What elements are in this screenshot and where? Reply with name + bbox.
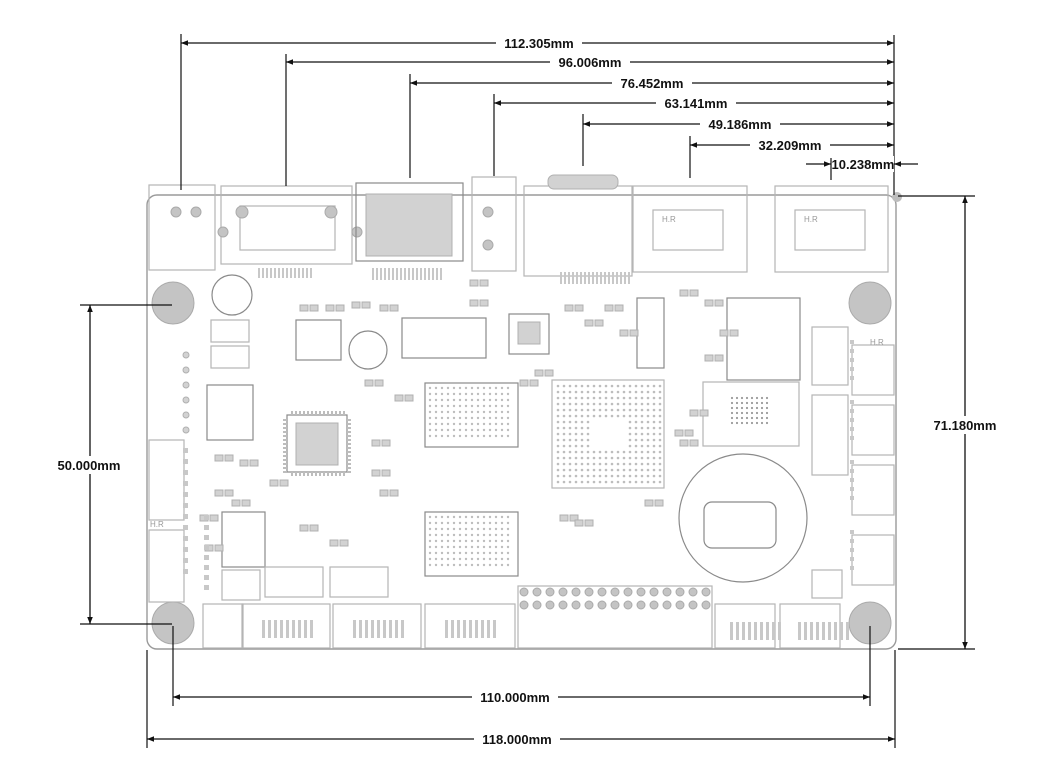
hr-label: H.R (870, 338, 884, 347)
rj45-connector (148, 184, 216, 271)
right-height-dimension: 71.180mm (898, 195, 1000, 650)
top-dimension-96: 96.006mm (285, 54, 894, 186)
left-connectors (148, 439, 185, 603)
usb-connector-2 (774, 185, 889, 273)
dimension-label: 96.006mm (559, 55, 622, 70)
dimension-annotations: 112.305mm 96.006mm 76.452mm 63.141mm (52, 34, 1000, 748)
top-dimension-76: 76.452mm (409, 74, 894, 178)
dimension-label: 63.141mm (665, 96, 728, 111)
dimension-label: 118.000mm (482, 732, 551, 747)
coin-battery (678, 453, 808, 583)
dimension-label: 50.000mm (58, 458, 121, 473)
usb-stack-connector (355, 182, 464, 262)
audio-jack (471, 176, 517, 272)
mounting-hole (848, 281, 892, 325)
mounting-hole (151, 281, 195, 325)
top-dimension-63: 63.141mm (493, 94, 894, 176)
dimension-label: 76.452mm (621, 76, 684, 91)
hr-label: H.R (150, 520, 164, 529)
left-height-dimension: 50.000mm (52, 304, 172, 625)
ic-chip (508, 313, 550, 355)
pcb-board: H.R H.R H.R H.R (146, 174, 902, 650)
top-dimension-112: 112.305mm (180, 34, 894, 190)
ram-chip (424, 382, 519, 448)
dimension-label: 71.180mm (934, 418, 997, 433)
hr-label: H.R (804, 215, 818, 224)
dimension-label: 49.186mm (709, 117, 772, 132)
mounting-holes (151, 192, 902, 645)
ram-chip (424, 511, 519, 577)
components (206, 274, 849, 599)
bottom-board-width-dimension: 118.000mm (146, 650, 896, 748)
component-pads (182, 268, 854, 640)
gpio-header (517, 585, 713, 649)
dimension-label: 32.209mm (759, 138, 822, 153)
dimension-label: 10.238mm (832, 157, 895, 172)
ic-chip (401, 317, 487, 359)
dimension-label: 112.305mm (504, 36, 573, 51)
top-connectors (148, 174, 889, 277)
hr-label: H.R (662, 215, 676, 224)
connector-labels: H.R H.R H.R H.R (150, 215, 884, 529)
top-dimension-10: 10.238mm (806, 156, 918, 180)
usb-connector-1 (632, 185, 748, 273)
board-outline (146, 194, 897, 650)
soc-bga (551, 379, 665, 489)
wifi-module (726, 297, 801, 381)
dimension-label: 110.000mm (480, 690, 549, 705)
bottom-hole-span-dimension: 110.000mm (172, 626, 871, 706)
top-dimension-32: 32.209mm (689, 136, 894, 178)
top-dimension-49: 49.186mm (582, 114, 894, 166)
